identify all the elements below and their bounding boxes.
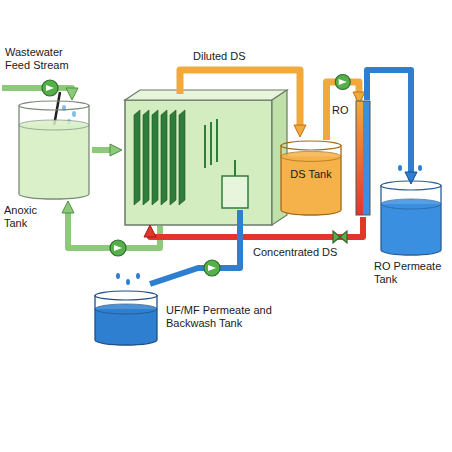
diluted-ds-pipe xyxy=(180,70,300,131)
membrane-bioreactor xyxy=(125,90,287,225)
ro-permeate-pipe xyxy=(367,70,411,180)
return-pump xyxy=(110,240,126,256)
permeate-drops xyxy=(116,273,140,285)
node-label: UF/MF Permeate and Backwash Tank xyxy=(166,304,294,330)
feed-stream-label: Wastewater Feed Stream xyxy=(4,46,76,72)
permeate-pipe xyxy=(150,210,240,284)
pump xyxy=(335,75,350,90)
permeate-pump xyxy=(204,260,220,276)
ro-unit: RO xyxy=(330,98,376,218)
uf-mf-permeate-tank: UF/MF Permeate and Backwash Tank xyxy=(92,288,302,350)
tank-shape xyxy=(380,180,442,256)
ds-feed-pipe xyxy=(327,82,360,140)
node-label: RO Permeate Tank xyxy=(374,260,448,286)
concentrated-ds-pipe xyxy=(150,217,363,237)
valve xyxy=(333,231,347,243)
tank-shape xyxy=(18,100,90,200)
anoxic-tank: Anoxic Tank xyxy=(4,98,92,238)
ds-tank: DS Tank xyxy=(278,138,344,218)
feed-pipe xyxy=(2,88,72,94)
ro-column xyxy=(355,100,371,216)
feed-transfer-pipe xyxy=(92,147,116,153)
pipe-label: Diluted DS xyxy=(192,50,274,63)
node-label: RO xyxy=(332,104,354,117)
feed-pump xyxy=(42,80,58,96)
pipe-label: Concentrated DS xyxy=(252,246,354,259)
node-label: DS Tank xyxy=(287,168,335,181)
tank-shape xyxy=(94,290,158,346)
ro-permeate-tank: RO Permeate Tank xyxy=(372,178,450,294)
node-label: Anoxic Tank xyxy=(4,204,50,230)
